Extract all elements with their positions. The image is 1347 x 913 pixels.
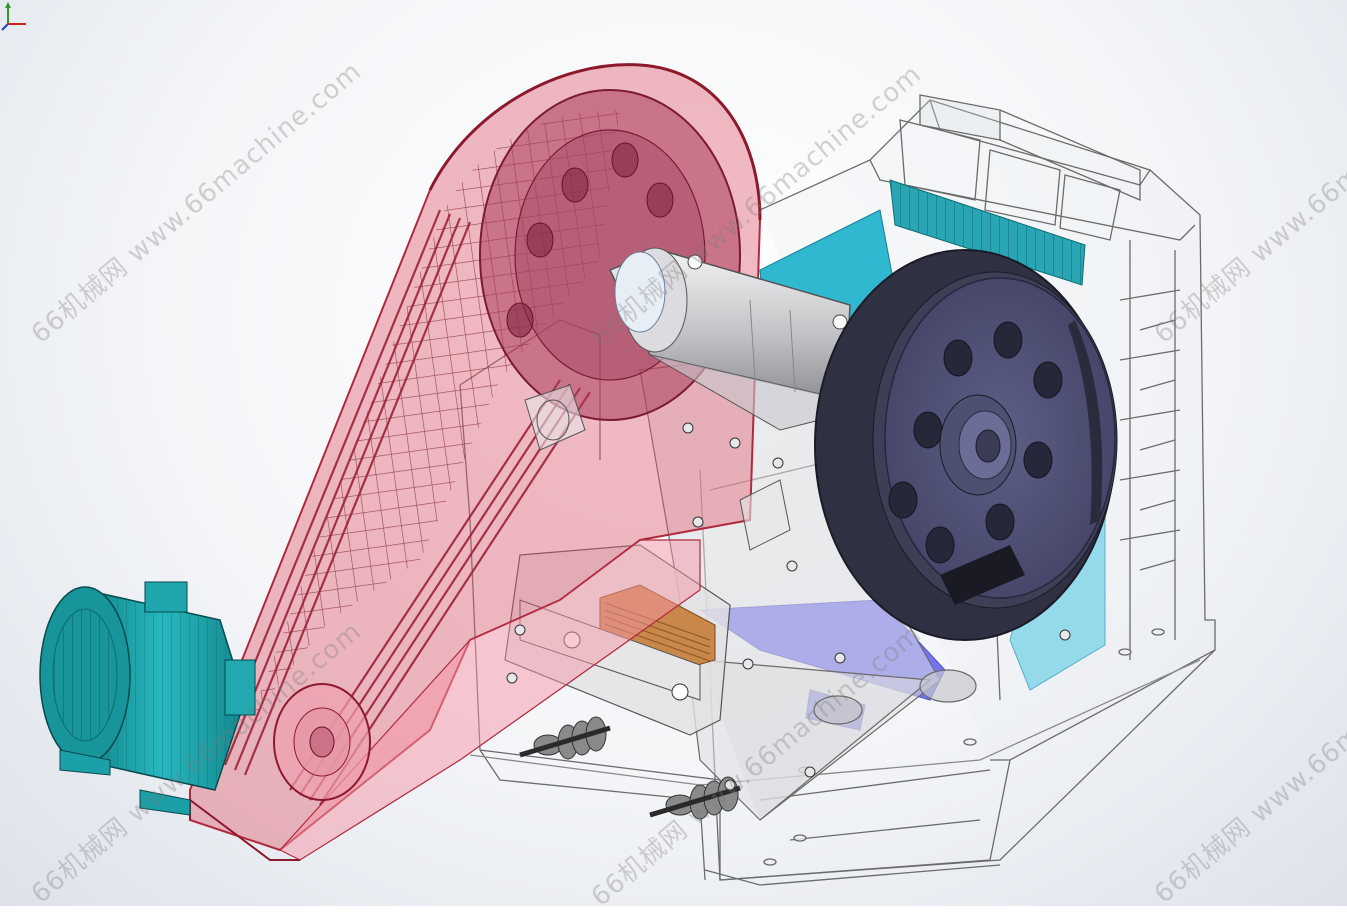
- coordinate-triad-icon: [1, 2, 26, 31]
- v-belts: [213, 209, 591, 806]
- fastener-bolts: [506, 422, 1071, 791]
- small-sheave: [273, 683, 371, 801]
- fixed-jaw-plate: [889, 179, 1086, 286]
- flywheel: [814, 249, 1118, 641]
- bearing-flange: [524, 384, 791, 551]
- eccentric-shaft: [608, 247, 851, 431]
- electric-motor: [39, 581, 256, 816]
- large-sheave: [479, 89, 741, 421]
